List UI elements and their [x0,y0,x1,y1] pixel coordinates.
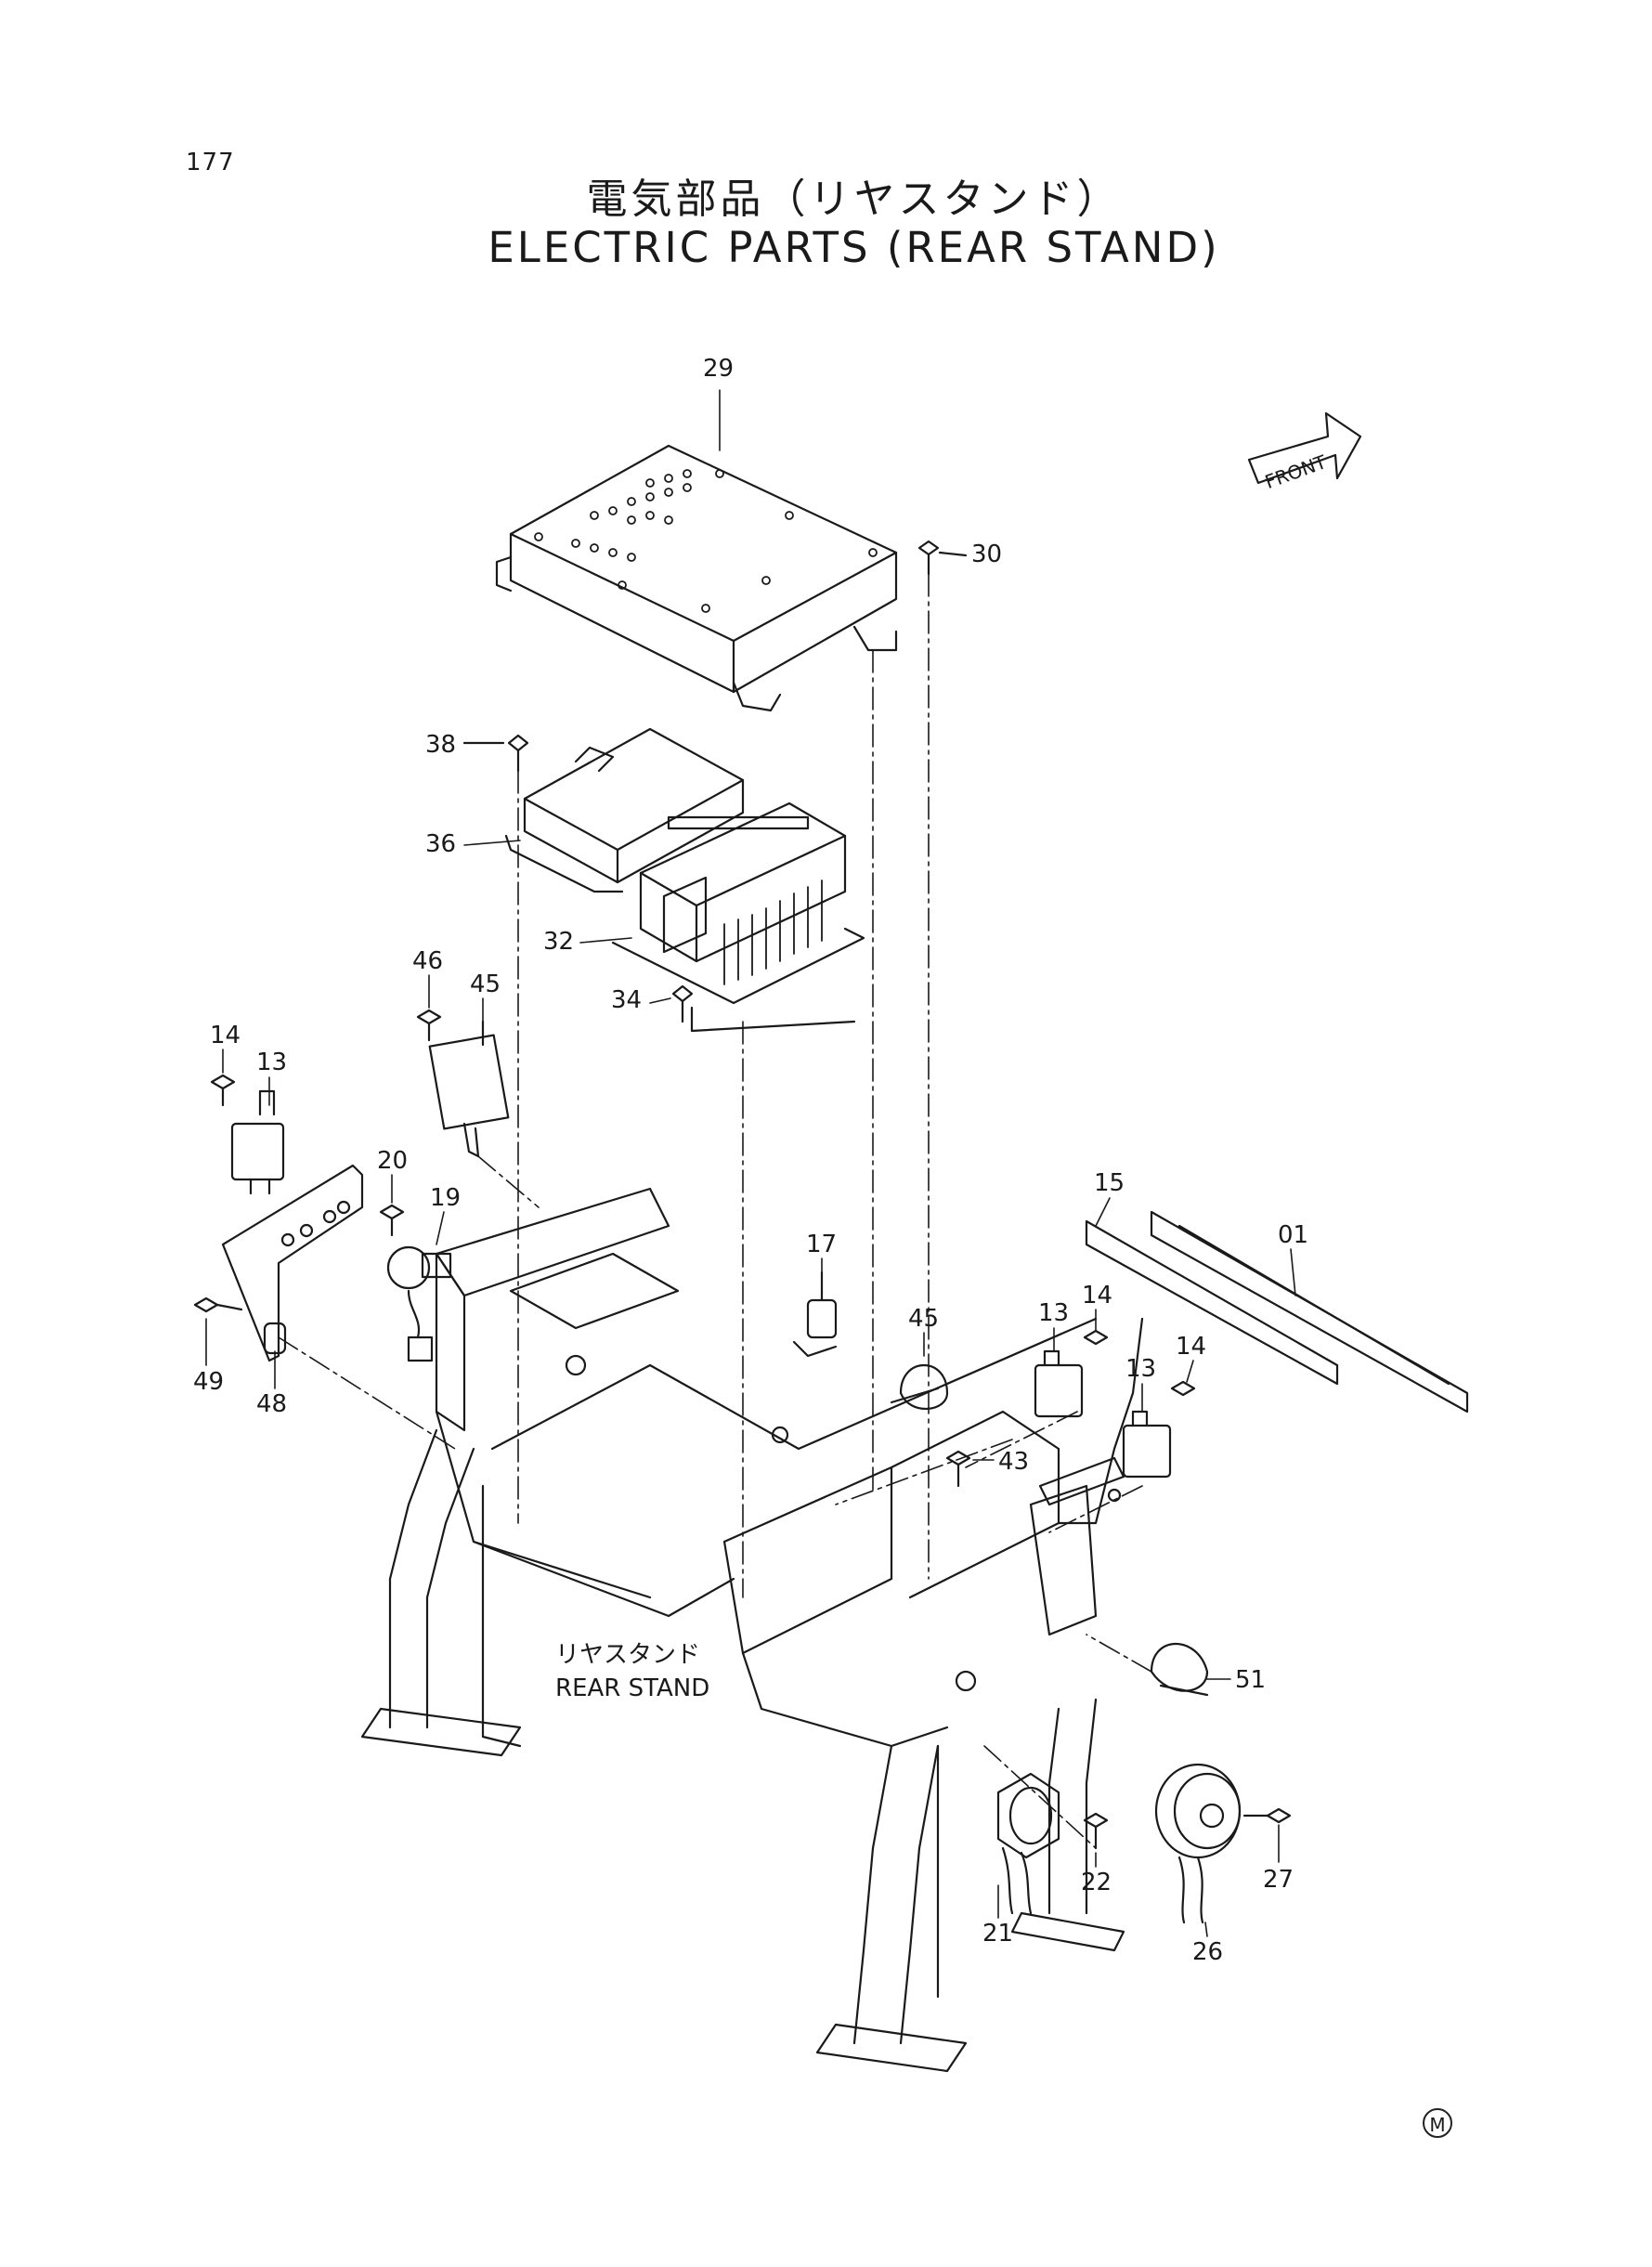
bolt-20 [379,1204,405,1237]
controller-box-29 [495,444,898,712]
callout-49: 49 [193,1368,224,1396]
callout-20: 20 [377,1147,408,1175]
callout-17: 17 [806,1231,837,1258]
callout-26: 26 [1192,1938,1223,1966]
bolt-14-left [210,1074,236,1107]
callout-22: 22 [1081,1869,1112,1896]
relay-13-left [230,1089,285,1195]
plate-15 [1085,1219,1339,1386]
plate-01 [1150,1210,1469,1414]
callout-36: 36 [425,830,456,858]
callout-19: 19 [430,1184,461,1212]
band-45 [890,1363,949,1410]
callout-14-left: 14 [210,1022,241,1049]
callout-38: 38 [425,731,456,759]
corner-mark: M [1423,2108,1452,2138]
bolt-49 [193,1296,243,1313]
bolt-43 [945,1450,971,1488]
title-japanese: 電気部品（リヤスタンド） [586,176,1122,223]
callout-30: 30 [971,541,1002,568]
callout-29: 29 [703,355,734,383]
bolt-22 [1083,1812,1109,1850]
callout-48: 48 [256,1390,287,1418]
callout-45-center: 45 [908,1305,939,1333]
relay-13-right-a [1034,1349,1084,1418]
horn-21 [996,1772,1060,1915]
bracket-left [221,1164,364,1362]
callout-14-right-a: 14 [1082,1282,1112,1309]
front-label: FRONT [1262,450,1330,493]
rear-stand-label-en: REAR STAND [555,1674,709,1702]
callout-13-right-b: 13 [1125,1355,1156,1383]
callout-14-right-b: 14 [1176,1333,1206,1361]
bolt-14-right-b [1170,1380,1196,1397]
bolt-27 [1242,1807,1292,1824]
callout-34: 34 [611,986,642,1014]
page-number: 177 [186,149,235,176]
callout-45-left: 45 [470,971,501,998]
bolt-38 [462,734,529,773]
spacer-48 [263,1322,287,1355]
rear-stand-frame [360,1187,1144,2073]
bolt-34 [671,984,856,1033]
title-english: ELECTRIC PARTS (REAR STAND) [488,223,1220,272]
callout-15: 15 [1094,1169,1125,1197]
callout-32: 32 [543,928,574,956]
callout-51: 51 [1235,1666,1266,1694]
relay-45 [428,1020,510,1158]
front-arrow-icon [1247,411,1362,485]
band-51 [1150,1642,1209,1697]
callout-21: 21 [982,1920,1013,1948]
horn-26 [1154,1763,1242,1924]
cover-box-36 [504,727,745,893]
callout-13-right-a: 13 [1038,1299,1069,1327]
rear-stand-label-jp: リヤスタンド [555,1641,700,1669]
callout-27: 27 [1263,1866,1294,1894]
callout-46: 46 [412,947,443,975]
bolt-46 [416,1009,442,1042]
switch-17 [792,1270,838,1358]
callout-13-left: 13 [256,1049,287,1076]
bolt-14-right-a [1083,1329,1109,1346]
sensor-19 [386,1245,452,1362]
relay-13-right-b [1122,1410,1172,1479]
bolt-30 [917,540,968,576]
callout-01: 01 [1278,1221,1308,1249]
callout-43: 43 [998,1448,1029,1476]
controller-32 [611,801,865,1005]
